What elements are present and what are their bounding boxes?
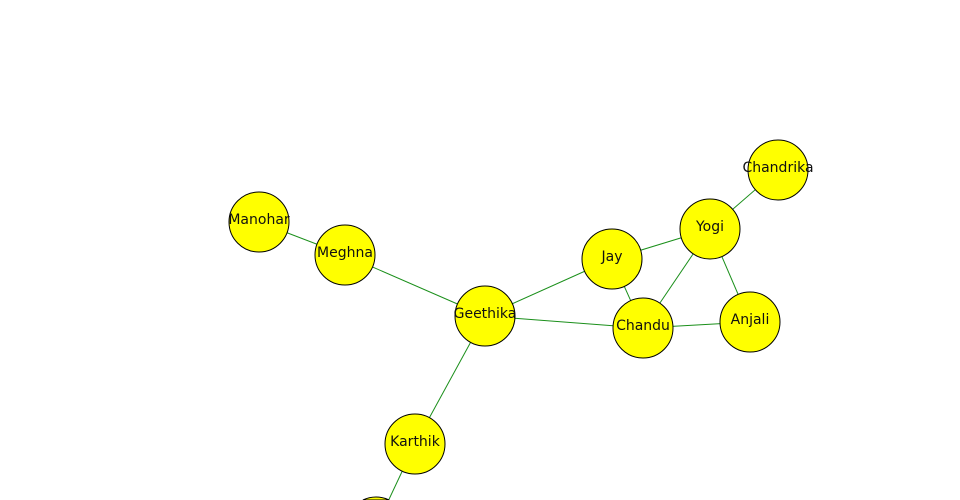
- node-label: Jay: [601, 249, 623, 265]
- node-manohar[interactable]: Manohar: [228, 191, 290, 253]
- node-circle[interactable]: [612, 297, 674, 359]
- node-chandu[interactable]: Chandu: [612, 297, 674, 359]
- node-yogi[interactable]: Yogi: [679, 198, 741, 260]
- node-circle[interactable]: [719, 291, 781, 353]
- node-label: Meghna: [317, 245, 373, 261]
- node-label: Chandu: [616, 318, 670, 334]
- node-anjali[interactable]: Anjali: [719, 291, 781, 353]
- node-karthik[interactable]: Karthik: [384, 413, 446, 475]
- node-label: Geethika: [454, 306, 517, 322]
- node-circle[interactable]: [581, 228, 643, 290]
- node-label: Chandrika: [742, 160, 813, 176]
- node-circle[interactable]: [384, 413, 446, 475]
- node-jay[interactable]: Jay: [581, 228, 643, 290]
- node-circle[interactable]: [228, 191, 290, 253]
- node-label: Yogi: [695, 219, 724, 235]
- node-circle[interactable]: [747, 139, 809, 201]
- node-circle[interactable]: [314, 224, 376, 286]
- node-meghna[interactable]: Meghna: [314, 224, 376, 286]
- node-label: Manohar: [228, 212, 290, 228]
- node-circle[interactable]: [679, 198, 741, 260]
- node-label: Karthik: [390, 434, 441, 450]
- node-geethika[interactable]: Geethika: [454, 285, 517, 347]
- node-label: Anjali: [731, 312, 770, 328]
- node-chandrika[interactable]: Chandrika: [742, 139, 814, 201]
- node-circle[interactable]: [454, 285, 516, 347]
